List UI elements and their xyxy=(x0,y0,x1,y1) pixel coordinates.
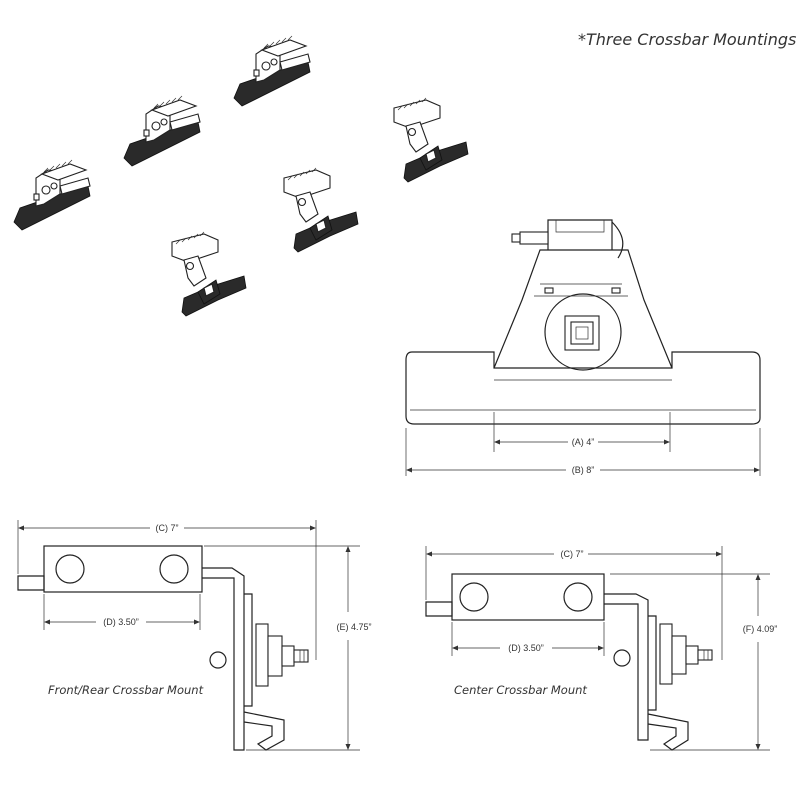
mount-iso-view-3 xyxy=(233,35,311,107)
mount-iso-view-6 xyxy=(393,97,469,183)
dimension-c-left-label: (C) 7” xyxy=(156,523,179,533)
dimension-lines-left xyxy=(17,520,360,751)
dimension-f-label: (F) 4.09” xyxy=(743,624,778,634)
front-rear-mount-caption: Front/Rear Crossbar Mount xyxy=(48,683,204,697)
front-rear-side-view-drawing xyxy=(17,545,309,751)
mount-iso-view-1 xyxy=(13,159,91,231)
dimension-lines-right xyxy=(425,546,770,751)
dimension-b-label: (B) 8” xyxy=(572,465,595,475)
front-view-drawing xyxy=(405,219,761,425)
center-mount-caption: Center Crossbar Mount xyxy=(454,683,587,697)
dimension-d-left-label: (D) 3.50” xyxy=(103,617,139,627)
dimension-c-right-label: (C) 7” xyxy=(561,549,584,559)
dimension-e-label: (E) 4.75” xyxy=(336,622,371,632)
diagram-title: *Three Crossbar Mountings xyxy=(578,30,797,49)
dimension-lines-ab xyxy=(405,412,761,476)
dimension-d-right-label: (D) 3.50” xyxy=(508,643,544,653)
mount-iso-view-2 xyxy=(123,95,201,167)
mount-iso-view-4 xyxy=(171,231,247,317)
mount-iso-view-5 xyxy=(283,167,359,253)
dimension-a-label: (A) 4” xyxy=(572,437,595,447)
center-side-view-drawing xyxy=(425,573,713,751)
